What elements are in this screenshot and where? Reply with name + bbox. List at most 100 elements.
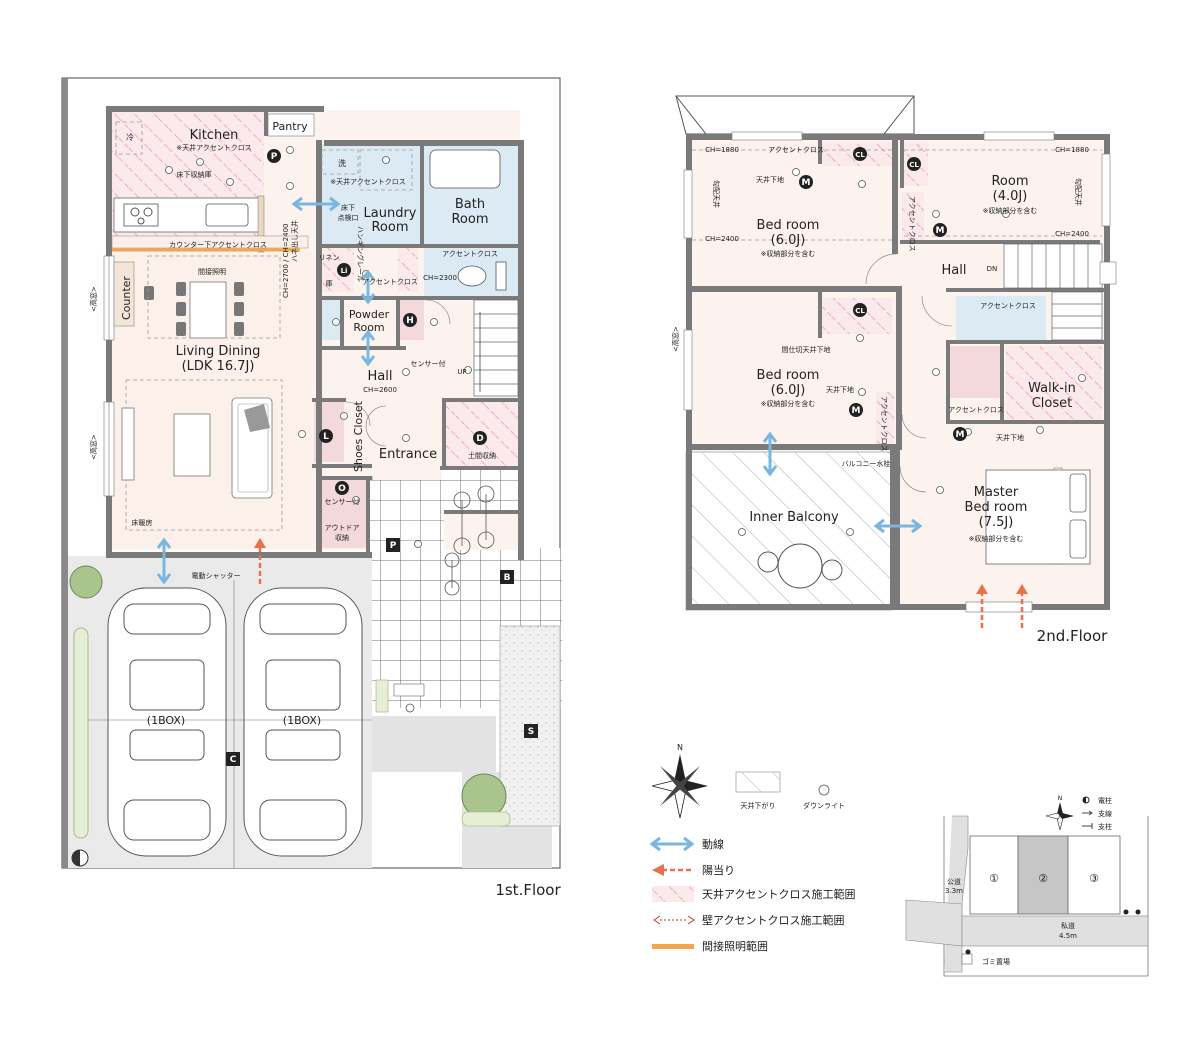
svg-text:P: P — [271, 152, 278, 162]
room-shoes-closet: Shoes Closet — [352, 400, 365, 472]
sink — [205, 203, 249, 227]
floor-label-1st: 1st.Floor — [495, 881, 561, 899]
balcony-table — [757, 543, 843, 589]
svg-text:CL: CL — [855, 151, 865, 159]
legend: N 天井下がり ダウンライト 動線 陽当り 天井アクセントクロス施工範囲 — [649, 743, 855, 953]
flow-arrows-1f — [156, 196, 376, 585]
svg-text:D: D — [476, 434, 483, 444]
legend-flow: 動線 — [702, 837, 724, 851]
note-incl-storage-1: ※収納部分を含む — [761, 249, 816, 258]
svg-text:C: C — [230, 755, 237, 765]
floor-heating-zone — [125, 379, 283, 531]
svg-text:N: N — [677, 743, 683, 752]
badge-d: D — [473, 431, 487, 445]
room-laundry-1: Laundry — [364, 206, 417, 221]
room-bed2-1: Bed room — [757, 368, 820, 383]
downlights-2f — [738, 168, 1086, 536]
note-accent-hall: アクセントクロス — [980, 302, 1036, 310]
laundry-floor — [320, 144, 420, 244]
note-ceiling-base-3: 天井下地 — [996, 433, 1024, 442]
legend-sunlight: 陽当り — [702, 863, 735, 877]
note-incl-storage-4: ※収納部分を含む — [969, 534, 1024, 543]
tv-board — [121, 407, 135, 481]
note-ch1880b: CH=1880 — [1055, 146, 1089, 154]
note-counter-accent: カウンター下アクセントクロス — [169, 240, 267, 249]
note-balcony-faucet: バルコニー水栓 — [842, 459, 891, 468]
sun-arrows-2f — [976, 584, 1028, 628]
room-living-2: (LDK 16.7J) — [182, 359, 255, 374]
flow-arrows-2f — [762, 431, 923, 534]
site-compass-icon: N — [1045, 795, 1074, 831]
badge-m1: M — [799, 175, 813, 189]
sun-arrow-1f — [254, 538, 266, 584]
note-partition-base: 間仕切天井下地 — [782, 345, 831, 354]
svg-text:M: M — [936, 226, 945, 236]
svg-text:M: M — [802, 178, 811, 188]
legend-ceiling-accent: 天井アクセントクロス施工範囲 — [702, 887, 855, 901]
room-balcony: Inner Balcony — [749, 510, 839, 525]
note-sensor: センサー付 — [411, 359, 446, 368]
note-dn: DN — [987, 265, 998, 273]
svg-text:O: O — [338, 484, 346, 494]
badge-cl2: CL — [907, 157, 921, 171]
note-linen-2: 庫 — [326, 279, 333, 288]
badge-h: H — [403, 313, 417, 327]
square-c: C — [226, 752, 240, 766]
note-outdoor-storage-2: 収納 — [335, 533, 349, 542]
note-ceiling-base: 天井下地 — [756, 175, 784, 184]
badge-m4: M — [953, 427, 967, 441]
lot-label-3: ③ — [1089, 872, 1099, 885]
site-public-road-2: 3.3m — [945, 887, 963, 895]
svg-text:M: M — [956, 430, 965, 440]
room-walkin-2: Closet — [1032, 396, 1073, 411]
badge-cl3: CL — [853, 303, 867, 317]
badge-o: O — [335, 481, 349, 495]
badge-l: L — [319, 429, 333, 443]
square-s: S — [524, 724, 538, 738]
room-hall-1f: Hall — [368, 369, 393, 384]
private-road — [961, 915, 1149, 947]
lot-label-1: ① — [989, 872, 999, 885]
fridge — [115, 121, 143, 155]
badge-li: Li — [337, 263, 351, 277]
inner-balcony-area — [685, 451, 893, 611]
note-ch-left: CH=2700 / CH=2400 — [282, 224, 290, 298]
room-bath-1: Bath — [455, 197, 485, 212]
square-p-entry: P — [386, 538, 400, 552]
room-master-3: (7.5J) — [979, 515, 1014, 530]
note-ch2400b: CH=2400 — [1055, 230, 1089, 238]
note-ceiling-base-2: 天井下地 — [826, 385, 854, 394]
note-shutter: 電動シャッター — [192, 571, 241, 580]
note-slope-l: 勾配天井 — [712, 180, 721, 208]
legend-wall-accent: 壁アクセントクロス施工範囲 — [702, 913, 844, 927]
stairs-2f — [1003, 243, 1103, 341]
badge-cl1: CL — [853, 147, 867, 161]
tree-1 — [69, 565, 103, 599]
svg-text:CL: CL — [909, 161, 919, 169]
legend-slope-ceiling: 天井下がり — [741, 801, 776, 810]
svg-text:N: N — [1058, 795, 1063, 802]
note-sensor-2: センサー付 — [325, 497, 360, 506]
lot-1 — [969, 835, 1019, 915]
note-hanging-rail: ハンギングレール — [356, 226, 365, 282]
master-bed — [985, 469, 1091, 565]
site-garbage: ゴミ置場 — [982, 957, 1010, 966]
svg-text:M: M — [852, 406, 861, 416]
note-underfloor-storage: 床下収納庫 — [177, 170, 212, 179]
note-slope-r: 勾配天井 — [1074, 178, 1083, 206]
room-bed1-2: (6.0J) — [771, 233, 806, 248]
dining-table — [189, 281, 227, 339]
legend-indirect-swatch — [652, 944, 694, 949]
room-walkin-1: Walk-in — [1028, 381, 1076, 396]
hedge — [73, 627, 89, 839]
room-master-2: Bed room — [965, 500, 1028, 515]
site-private-road-2: 4.5m — [1059, 932, 1077, 940]
badge-m3: M — [849, 403, 863, 417]
legend-indirect: 間接照明範囲 — [702, 939, 768, 953]
badge-p-kitchen: P — [267, 149, 281, 163]
stove — [123, 203, 159, 227]
floor-label-2nd: 2nd.Floor — [1037, 627, 1108, 645]
room-kitchen: Kitchen — [190, 128, 239, 143]
counter-desk — [113, 261, 135, 327]
legend-ceiling-accent-swatch — [652, 886, 694, 902]
